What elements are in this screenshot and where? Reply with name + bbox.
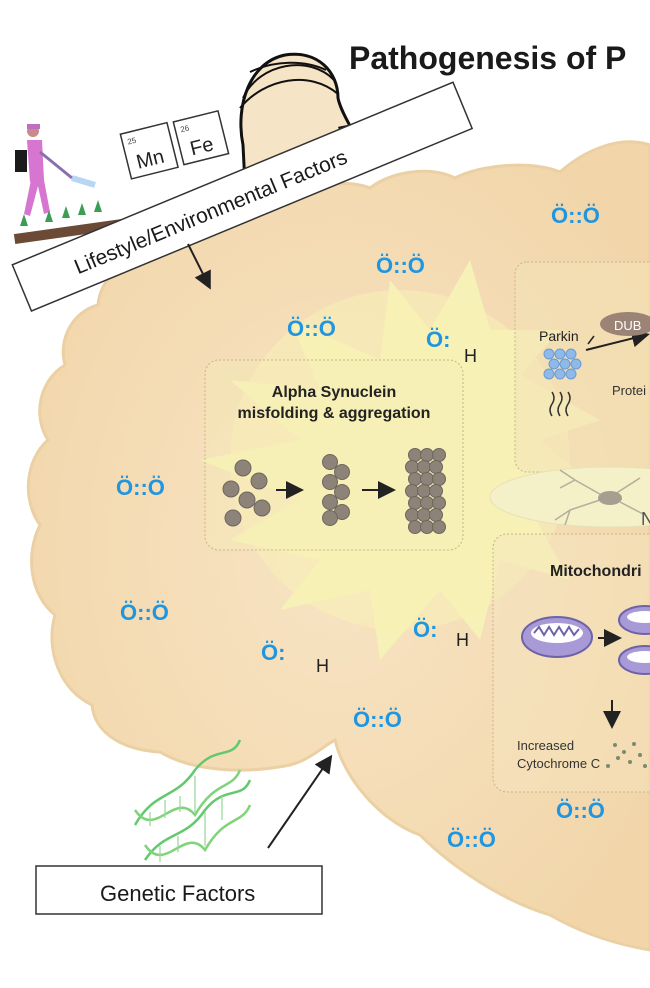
svg-text:Parkin: Parkin bbox=[539, 328, 579, 344]
hydrogen-label: H bbox=[456, 630, 469, 650]
farmer-spraying-illustration bbox=[13, 124, 131, 245]
svg-text:Mitochondri: Mitochondri bbox=[550, 563, 642, 580]
fragmented-mitochondria-icon bbox=[618, 605, 650, 675]
diagram-title: Pathogenesis of P bbox=[349, 40, 626, 76]
svg-text:N: N bbox=[641, 509, 650, 529]
alpha-synuclein-panel: Alpha Synuclein misfolding & aggregation bbox=[204, 359, 464, 551]
hydroxyl-radical: Ö: bbox=[261, 640, 285, 665]
dna-helix-icon bbox=[133, 739, 252, 862]
hydroxyl-radical: Ö: bbox=[426, 327, 450, 352]
genetic-factors-box bbox=[35, 865, 323, 915]
genetic-arrow bbox=[267, 754, 333, 849]
neuron-illustration: N bbox=[489, 466, 650, 529]
ubiquitin-proteasome-panel: Parkin DUB Protei bbox=[514, 261, 650, 473]
superoxide-molecule: Ö::Ö bbox=[556, 798, 605, 823]
svg-text:25: 25 bbox=[126, 136, 137, 147]
mitochondria-panel: Mitochondri Increased Cytochrome C bbox=[492, 533, 650, 793]
svg-text:Fe: Fe bbox=[188, 133, 216, 160]
svg-text:misfolding & aggregation: misfolding & aggregation bbox=[238, 405, 431, 422]
element-tile-mn: 25 Mn bbox=[119, 121, 179, 180]
svg-text:26: 26 bbox=[179, 123, 190, 134]
superoxide-molecule: Ö::Ö bbox=[447, 827, 496, 852]
svg-text:Cytochrome C: Cytochrome C bbox=[517, 756, 600, 771]
superoxide-molecule: Ö::Ö bbox=[353, 707, 402, 732]
superoxide-molecule: Ö::Ö bbox=[551, 203, 600, 228]
mitochondrion-icon bbox=[521, 616, 593, 658]
genetic-factors-label: Genetic Factors bbox=[100, 881, 255, 906]
svg-text:Protei: Protei bbox=[612, 383, 646, 398]
svg-text:Alpha Synuclein: Alpha Synuclein bbox=[272, 384, 396, 401]
superoxide-molecule: Ö::Ö bbox=[376, 253, 425, 278]
hydrogen-label: H bbox=[464, 346, 477, 366]
superoxide-molecule: Ö::Ö bbox=[120, 600, 169, 625]
lifestyle-arrow bbox=[187, 243, 211, 290]
hydrogen-label: H bbox=[316, 656, 329, 676]
hydroxyl-radical: Ö: bbox=[413, 617, 437, 642]
svg-text:Increased: Increased bbox=[517, 738, 574, 753]
element-tile-fe: 26 Fe bbox=[172, 109, 230, 166]
svg-text:DUB: DUB bbox=[614, 318, 641, 333]
superoxide-molecule: Ö::Ö bbox=[116, 475, 165, 500]
superoxide-molecule: Ö::Ö bbox=[287, 316, 336, 341]
